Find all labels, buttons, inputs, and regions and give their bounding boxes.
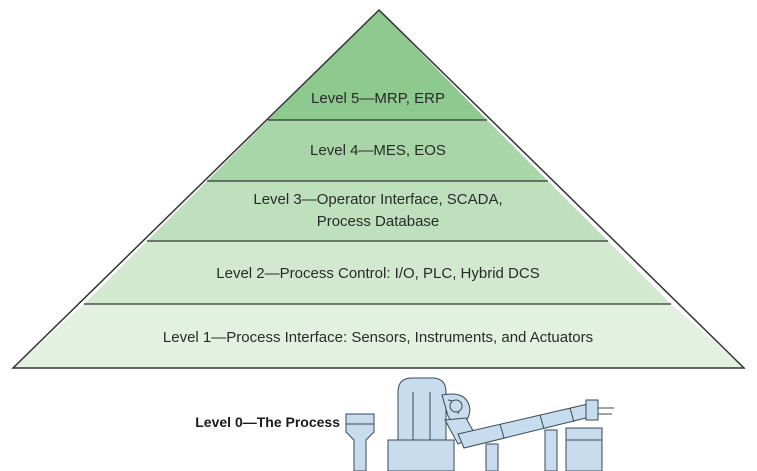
level-5-label: Level 5—MRP, ERP [311, 90, 445, 107]
level-2-label: Level 2—Process Control: I/O, PLC, Hybri… [216, 265, 539, 282]
pyramid-level-1-band [13, 304, 744, 368]
level-4-label: Level 4—MES, EOS [310, 142, 446, 159]
level-3-label-line-2: Process Database [317, 213, 440, 230]
level-0-label: Level 0—The Process [195, 414, 340, 430]
level-1-label: Level 1—Process Interface: Sensors, Inst… [163, 329, 593, 346]
level-3-label-line-1: Level 3—Operator Interface, SCADA, [253, 191, 502, 208]
pyramid-level-3-band [147, 181, 608, 241]
pyramid: Level 5—MRP, ERP Level 4—MES, EOS Level … [11, 8, 746, 369]
cement-kiln-plant-icon [345, 377, 614, 471]
pyramid-level-2-band [84, 241, 671, 304]
pyramid-level-4-band [207, 120, 548, 181]
pyramid-level-5-band [268, 10, 487, 120]
pyramid-outline [11, 8, 746, 369]
